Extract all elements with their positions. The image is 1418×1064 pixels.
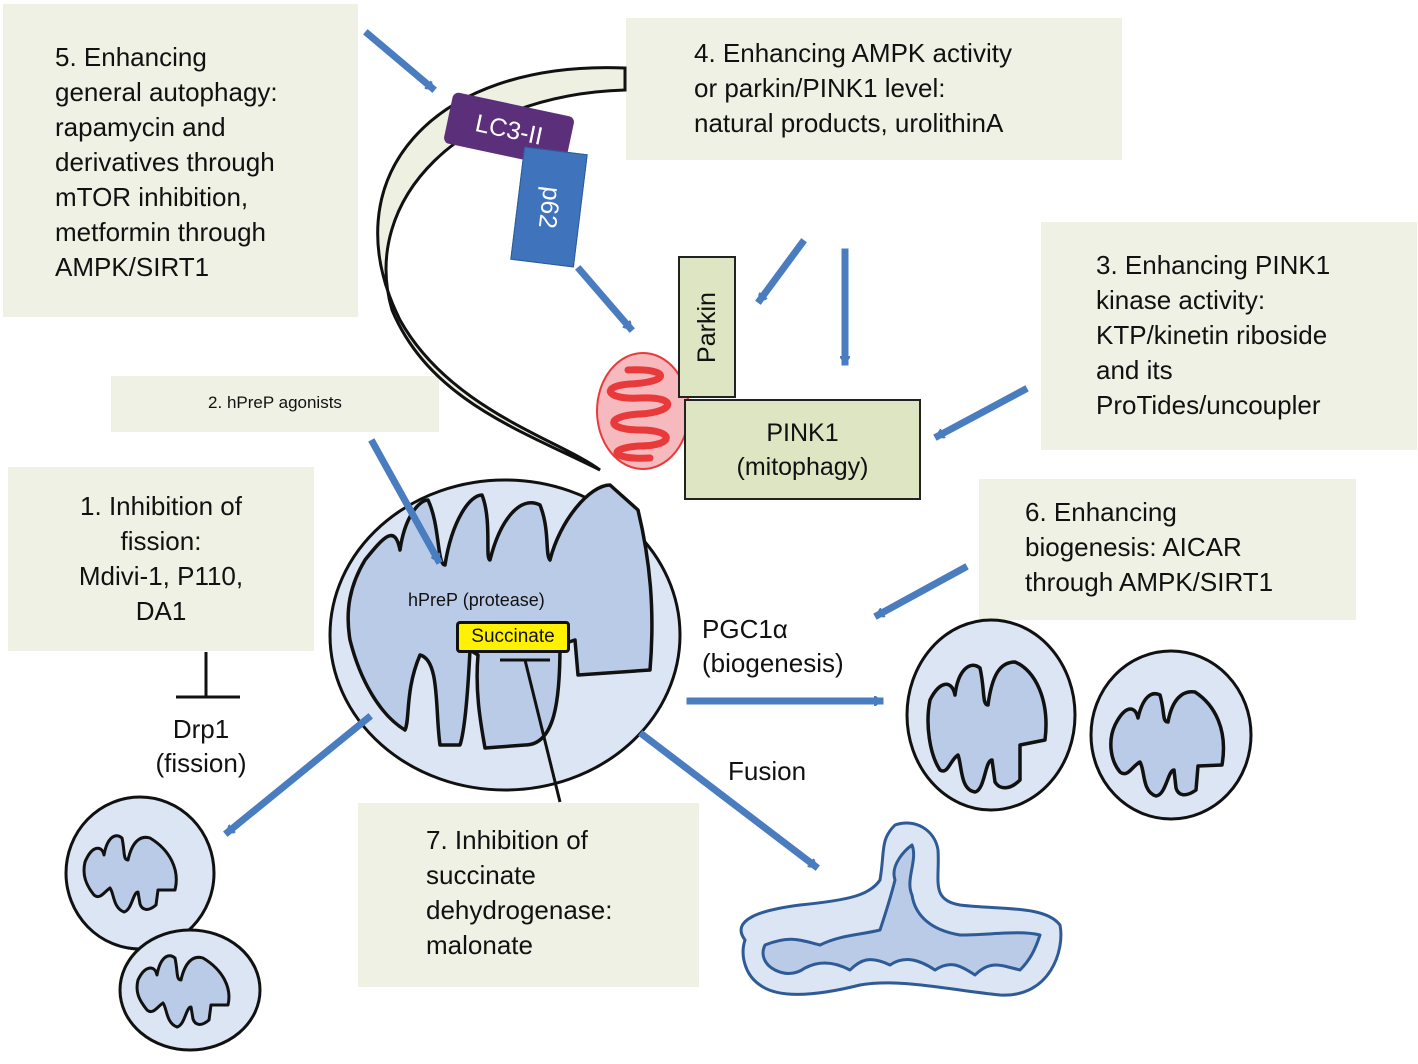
fission-mitochondrion-1 [64, 795, 216, 951]
succinate-label: Succinate [471, 626, 555, 647]
strategy-4-box: 4. Enhancing AMPK activity or parkin/PIN… [626, 18, 1122, 160]
biogenesis-mitochondrion-2 [1089, 649, 1253, 821]
arrow-strategy4-to-parkin [755, 238, 807, 305]
arrow-strategy2-to-hprep [368, 438, 443, 565]
arrow-fission [223, 713, 373, 837]
succinate-box: Succinate [456, 621, 570, 653]
p62-label: p62 [533, 184, 566, 230]
fused-mitochondrion [739, 821, 1063, 997]
parkin-label: Parkin [692, 291, 721, 363]
fission-mitochondrion-2 [118, 928, 262, 1052]
parkin-protein: Parkin [678, 256, 736, 398]
biogenesis-mitochondrion-1 [905, 618, 1077, 812]
lc3-ii-label: LC3-II [472, 108, 546, 151]
strategy-7-box: 7. Inhibition of succinate dehydrogenase… [358, 803, 699, 987]
strategy-7-text: 7. Inhibition of succinate dehydrogenase… [426, 825, 613, 960]
pgc1a-label: PGC1α (biogenesis) [702, 614, 844, 678]
strategy-3-text: 3. Enhancing PINK1 kinase activity: KTP/… [1096, 250, 1331, 420]
strategy-5-text: 5. Enhancing general autophagy: rapamyci… [55, 42, 278, 282]
phagophore-membrane [376, 66, 627, 472]
arrow-strategy6-to-pgc1a [873, 563, 969, 620]
arrow-p62-to-mitochondrion [575, 265, 635, 333]
strategy-6-text: 6. Enhancing biogenesis: AICAR through A… [1025, 497, 1274, 597]
arrow-fusion [638, 730, 820, 871]
strategy-4-text: 4. Enhancing AMPK activity or parkin/PIN… [694, 38, 1012, 138]
drp1-label: Drp1 (fission) [155, 714, 247, 778]
damaged-mitochondrion [596, 352, 690, 470]
strategy-2-text: 2. hPreP agonists [208, 393, 342, 412]
strategy-1-text: 1. Inhibition of fission: Mdivi-1, P110,… [78, 491, 244, 626]
fusion-label: Fusion [728, 756, 807, 786]
hprep-label: hPreP (protease) [408, 590, 545, 610]
strategy-1-box: 1. Inhibition of fission: Mdivi-1, P110,… [8, 467, 314, 651]
arrow-strategy3-to-pink1 [933, 385, 1029, 441]
inhibit-succinate-line [523, 659, 562, 803]
strategy-6-box: 6. Enhancing biogenesis: AICAR through A… [979, 479, 1356, 620]
strategy-2-box: 2. hPreP agonists [111, 376, 439, 432]
arrow-strategy5-to-phagophore [363, 29, 437, 93]
strategy-3-box: 3. Enhancing PINK1 kinase activity: KTP/… [1041, 222, 1417, 450]
pink1-label: PINK1 (mitophagy) [736, 418, 869, 481]
strategy-5-box: 5. Enhancing general autophagy: rapamyci… [3, 4, 358, 317]
pink1-protein: PINK1 (mitophagy) [684, 399, 921, 500]
